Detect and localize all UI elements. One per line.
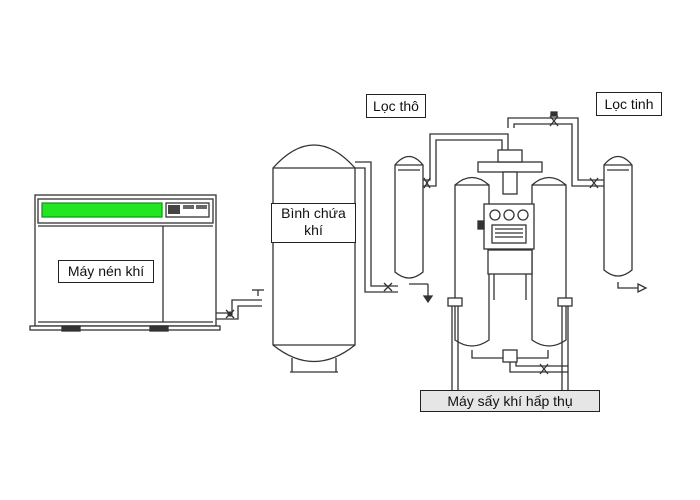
fine-filter-label: Lọc tinh [596,92,662,116]
coarse-filter-housing [394,155,434,304]
pipe-dryer-to-fine-filter [507,111,604,189]
coarse-filter-label: Lọc thô [366,94,426,118]
receiver-tank-label: Bình chứa khí [271,203,356,243]
pipe-compressor-to-tank [216,289,264,320]
pipe-tank-to-coarse-filter [355,161,398,293]
dryer-label: Máy sấy khí hấp thụ [420,390,600,412]
compressor-label: Máy nén khí [58,260,154,283]
receiver-tank [272,144,356,373]
compressor-display [41,202,163,218]
absorption-dryer [447,149,573,392]
receiver-tank-label-line1: Bình chứa [281,205,346,221]
pipe-coarse-to-dryer [423,133,509,189]
fine-filter-housing [603,155,648,294]
air-compressor [29,194,221,332]
receiver-tank-label-line2: khí [304,222,323,238]
